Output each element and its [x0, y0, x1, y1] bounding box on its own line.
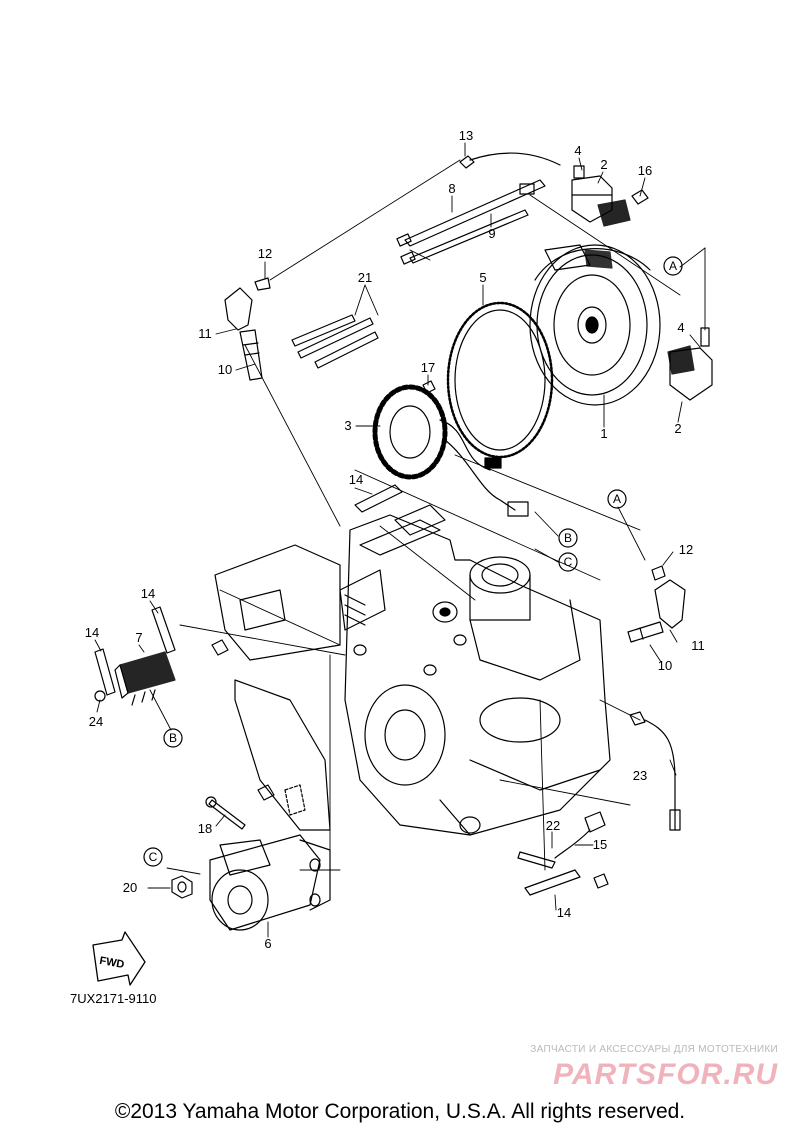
bracket-cover — [214, 544, 341, 831]
callout-2-top: 2 — [600, 157, 607, 172]
ref-letter-b-right: B — [564, 531, 572, 545]
callout-10-top: 10 — [218, 362, 232, 377]
fwd-arrow — [92, 931, 146, 986]
ref-letter-a-top: A — [669, 259, 677, 273]
ignition-coil-right — [667, 327, 713, 401]
ring-gear — [446, 301, 554, 459]
callout-21: 21 — [358, 270, 372, 285]
clamp-12-lower — [651, 565, 666, 581]
watermark-logo: PARTSFOR.RU — [553, 1058, 778, 1091]
callout-14-upper: 14 — [349, 472, 363, 487]
callout-2-right: 2 — [674, 421, 681, 436]
callout-14-left-a: 14 — [141, 586, 155, 601]
ref-letter-b-left: B — [169, 731, 177, 745]
copyright-notice: ©2013 Yamaha Motor Corporation, U.S.A. A… — [114, 1100, 686, 1123]
clamp-13 — [459, 155, 475, 169]
plate-14-left-b — [94, 648, 116, 696]
callout-4-right: 4 — [677, 320, 684, 335]
lead-22 — [517, 851, 556, 869]
bolt-16 — [631, 189, 649, 205]
ref-marker-a-right — [607, 489, 627, 509]
callout-4-top: 4 — [574, 143, 581, 158]
callout-14-left-b: 14 — [85, 625, 99, 640]
clamp-12-upper — [254, 277, 271, 291]
plate-14-lower — [524, 869, 581, 896]
watermark-tagline: ЗАПЧАСТИ И АКСЕССУАРЫ ДЛЯ МОТОТЕХНИКИ — [530, 1044, 778, 1055]
stator-coil — [372, 384, 529, 517]
cable-ties-21 — [291, 314, 379, 369]
bolt-left — [211, 639, 275, 801]
ref-marker-b-left — [163, 728, 183, 748]
callout-3: 3 — [344, 418, 351, 433]
callout-9: 9 — [488, 226, 495, 241]
starter-motor — [209, 834, 331, 931]
bolt-18 — [205, 796, 246, 830]
sensor-23 — [629, 711, 681, 831]
callout-13: 13 — [459, 128, 473, 143]
plate-14-left-a — [151, 606, 176, 654]
callout-10-right: 10 — [658, 658, 672, 673]
rectifier-regulator — [114, 651, 176, 706]
ref-letter-c-left: C — [149, 850, 158, 864]
callout-22: 22 — [546, 818, 560, 833]
ref-marker-a-top — [663, 256, 683, 276]
callout-11-top: 11 — [198, 326, 212, 341]
ref-letter-a-right: A — [613, 492, 621, 506]
callout-18: 18 — [198, 821, 212, 836]
high-tension-cable — [469, 152, 561, 166]
callout-12-top: 12 — [258, 246, 272, 261]
spark-plug-lead-9 — [400, 183, 535, 265]
bolt-lower-right — [593, 873, 609, 889]
callout-23: 23 — [633, 768, 647, 783]
spark-plug-lower — [627, 621, 664, 643]
ref-marker-c-left — [143, 847, 163, 867]
engine-block — [339, 504, 611, 836]
plate-14-upper — [354, 484, 403, 513]
callout-12-right: 12 — [679, 542, 693, 557]
leader-lines — [94, 142, 706, 938]
ref-marker-b-right — [558, 528, 578, 548]
callout-14-lower: 14 — [557, 905, 571, 920]
callout-20: 20 — [123, 880, 137, 895]
nut-20 — [171, 875, 193, 899]
callout-24: 24 — [89, 714, 103, 729]
callout-8: 8 — [448, 181, 455, 196]
spark-plug-upper — [239, 329, 263, 381]
callout-15: 15 — [593, 837, 607, 852]
bolt-17 — [422, 380, 436, 394]
diagram-code: 7UX2171-9110 — [70, 991, 157, 1006]
callout-1: 1 — [600, 426, 607, 441]
callout-11-right: 11 — [691, 638, 705, 653]
plug-cap-lower — [654, 579, 686, 629]
callout-17: 17 — [421, 360, 435, 375]
callout-5: 5 — [479, 270, 486, 285]
nut-24 — [94, 690, 106, 702]
ref-letter-c-right: C — [564, 555, 573, 569]
callout-7: 7 — [135, 630, 142, 645]
callout-16: 16 — [638, 163, 652, 178]
plug-cap-upper — [224, 287, 253, 331]
callout-6: 6 — [264, 936, 271, 951]
fwd-label: FWD — [98, 955, 125, 971]
ignition-coil-upper — [571, 165, 631, 227]
spark-plug-lead-8 — [396, 179, 546, 247]
ref-marker-c-right — [558, 552, 578, 572]
switch-15 — [554, 811, 606, 859]
